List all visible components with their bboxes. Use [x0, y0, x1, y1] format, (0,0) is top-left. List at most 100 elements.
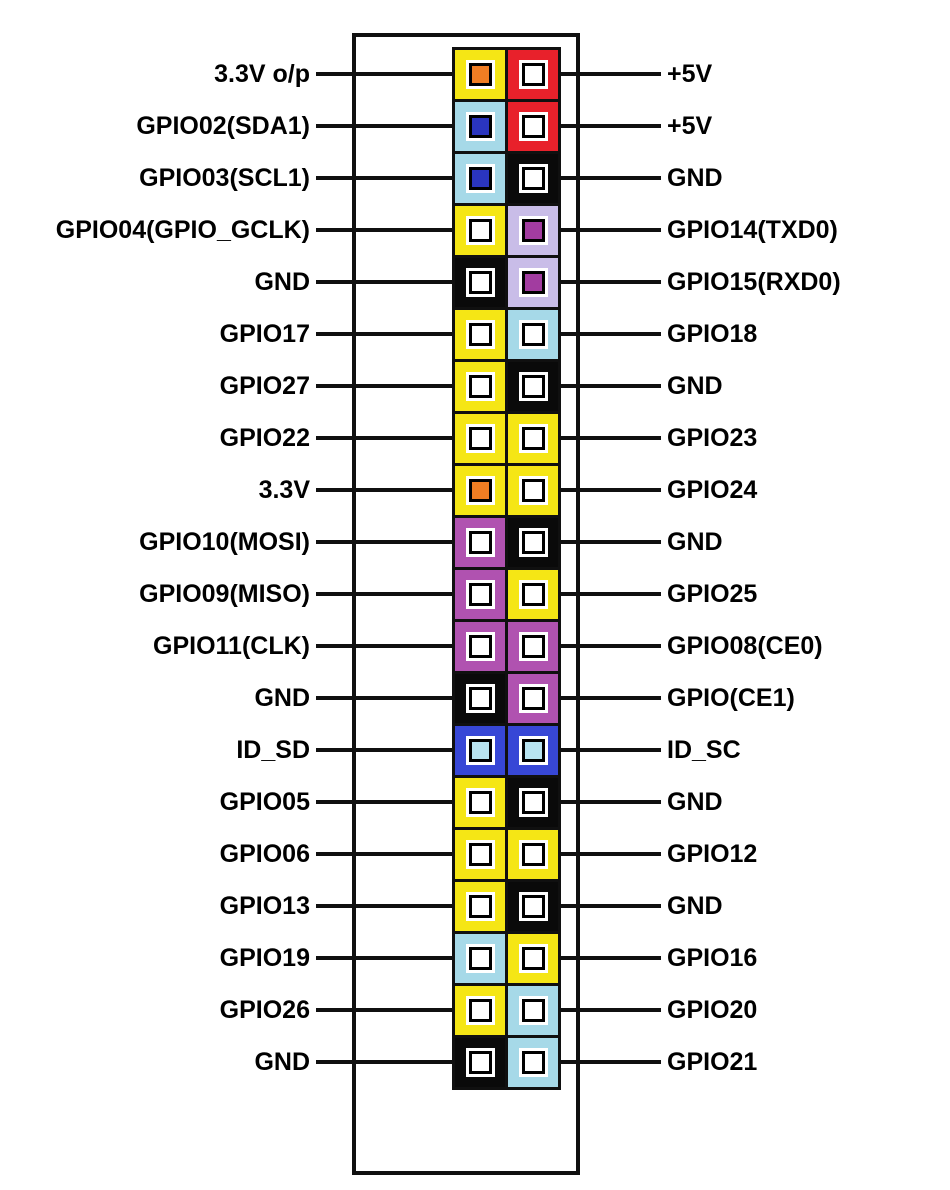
- pin-hole-icon: [521, 479, 545, 502]
- pin-row: GPIO13 GND: [0, 880, 950, 932]
- pin-row: GPIO04(GPIO_GCLK) GPIO14(TXD0): [0, 204, 950, 256]
- pin-hole-icon: [468, 739, 492, 762]
- left-wire: [316, 748, 452, 752]
- pin-gpio04-gpio-gclk-left: [455, 206, 505, 255]
- pin-gpio10-mosi-left: [455, 518, 505, 567]
- pin-gnd-right: [508, 154, 558, 203]
- pin-5v-right: [508, 102, 558, 151]
- right-wire: [561, 72, 661, 76]
- pin-hole-icon: [468, 219, 492, 242]
- pin-gpio20-right: [508, 986, 558, 1035]
- left-pin-label: GPIO06: [219, 839, 310, 868]
- pin-hole-icon: [468, 687, 492, 710]
- pin-hole-icon: [468, 479, 492, 502]
- pin-row: GPIO06 GPIO12: [0, 828, 950, 880]
- pin-id-sc-right: [508, 726, 558, 775]
- pin-row: GPIO02(SDA1) +5V: [0, 100, 950, 152]
- pin-hole-icon: [521, 999, 545, 1022]
- pin-3-3v-left: [455, 466, 505, 515]
- pin-hole-icon: [521, 63, 545, 86]
- pin-hole-icon: [468, 895, 492, 918]
- left-wire: [316, 852, 452, 856]
- right-pin-label: GPIO(CE1): [667, 683, 795, 712]
- pin-gpio27-left: [455, 362, 505, 411]
- pin-hole-icon: [468, 531, 492, 554]
- pin-hole-icon: [468, 63, 492, 86]
- left-pin-label: GPIO27: [219, 371, 310, 400]
- right-pin-label: GND: [667, 371, 723, 400]
- left-pin-label: GPIO02(SDA1): [136, 111, 310, 140]
- left-wire: [316, 956, 452, 960]
- left-wire: [316, 384, 452, 388]
- header-outline-rect: [352, 33, 580, 1175]
- left-wire: [316, 228, 452, 232]
- right-pin-label: GND: [667, 527, 723, 556]
- left-wire: [316, 436, 452, 440]
- pin-5v-right: [508, 50, 558, 99]
- pin-hole-icon: [468, 947, 492, 970]
- pin-hole-icon: [468, 999, 492, 1022]
- right-wire: [561, 644, 661, 648]
- pin-hole-icon: [521, 843, 545, 866]
- pin-hole-icon: [468, 427, 492, 450]
- right-wire: [561, 228, 661, 232]
- left-wire: [316, 1008, 452, 1012]
- left-pin-label: 3.3V o/p: [214, 59, 310, 88]
- right-pin-label: GND: [667, 163, 723, 192]
- left-wire: [316, 592, 452, 596]
- pin-row: GPIO03(SCL1) GND: [0, 152, 950, 204]
- left-wire: [316, 904, 452, 908]
- pin-row: GPIO22 GPIO23: [0, 412, 950, 464]
- pin-gnd-left: [455, 258, 505, 307]
- right-pin-label: GND: [667, 787, 723, 816]
- pin-row: GPIO11(CLK) GPIO08(CE0): [0, 620, 950, 672]
- left-pin-label: GPIO19: [219, 943, 310, 972]
- pin-gpio25-right: [508, 570, 558, 619]
- pin-hole-icon: [521, 323, 545, 346]
- right-pin-label: GPIO21: [667, 1047, 758, 1076]
- left-pin-label: GPIO13: [219, 891, 310, 920]
- right-pin-label: GPIO23: [667, 423, 758, 452]
- left-wire: [316, 280, 452, 284]
- pin-hole-icon: [468, 843, 492, 866]
- pin-hole-icon: [521, 947, 545, 970]
- left-pin-label: GPIO03(SCL1): [139, 163, 310, 192]
- right-wire: [561, 696, 661, 700]
- pin-row: GPIO17 GPIO18: [0, 308, 950, 360]
- pin-hole-icon: [521, 687, 545, 710]
- pin-gpio22-left: [455, 414, 505, 463]
- pin-gpio21-right: [508, 1038, 558, 1087]
- right-wire: [561, 540, 661, 544]
- right-pin-label: GND: [667, 891, 723, 920]
- pin-gnd-right: [508, 882, 558, 931]
- pin-hole-icon: [521, 739, 545, 762]
- left-pin-label: GPIO26: [219, 995, 310, 1024]
- left-wire: [316, 540, 452, 544]
- right-pin-label: GPIO20: [667, 995, 758, 1024]
- right-pin-label: GPIO08(CE0): [667, 631, 823, 660]
- right-wire: [561, 384, 661, 388]
- left-pin-label: 3.3V: [258, 475, 310, 504]
- pin-gnd-right: [508, 518, 558, 567]
- pin-gnd-left: [455, 1038, 505, 1087]
- right-wire: [561, 800, 661, 804]
- pin-row: GPIO26 GPIO20: [0, 984, 950, 1036]
- left-wire: [316, 696, 452, 700]
- pin-hole-icon: [521, 219, 545, 242]
- pin-row: GND GPIO(CE1): [0, 672, 950, 724]
- pin-gpio11-clk-left: [455, 622, 505, 671]
- left-wire: [316, 332, 452, 336]
- pin-hole-icon: [521, 167, 545, 190]
- left-pin-label: GPIO11(CLK): [153, 631, 310, 660]
- left-wire: [316, 1060, 452, 1064]
- pin-grid: [452, 47, 561, 1090]
- right-pin-label: GPIO12: [667, 839, 758, 868]
- right-wire: [561, 436, 661, 440]
- right-pin-label: GPIO25: [667, 579, 758, 608]
- right-pin-label: GPIO14(TXD0): [667, 215, 838, 244]
- left-wire: [316, 644, 452, 648]
- right-wire: [561, 176, 661, 180]
- pin-row: GPIO10(MOSI) GND: [0, 516, 950, 568]
- right-pin-label: GPIO18: [667, 319, 758, 348]
